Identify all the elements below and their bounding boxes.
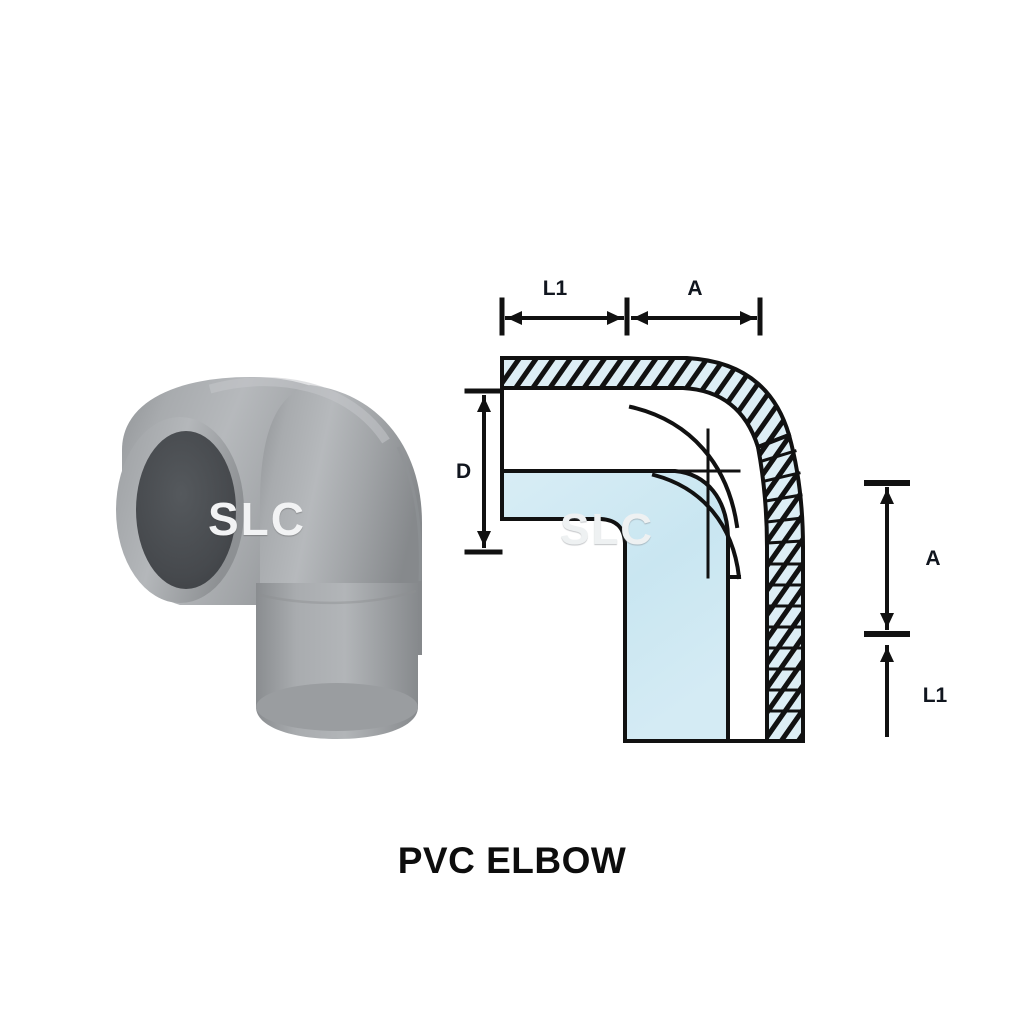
dim-label-a-top: A <box>687 277 702 300</box>
elbow-vertical-leg <box>256 583 418 739</box>
product-title: PVC ELBOW <box>397 840 627 881</box>
dimension-top-group <box>499 297 763 336</box>
dim-label-l1-top: L1 <box>543 277 568 300</box>
wall-bend-hatched <box>755 432 805 743</box>
socket-detail-lines <box>500 356 769 743</box>
dimension-right-group <box>864 480 910 737</box>
product-photo <box>60 355 460 755</box>
wall-top-hatched <box>500 356 792 450</box>
dim-label-d-left: D <box>456 460 471 483</box>
technical-drawing: L1 A D A L1 <box>455 275 985 775</box>
elbow-socket-opening <box>116 417 244 603</box>
dim-label-l1-right: L1 <box>923 684 948 707</box>
bore-cavity <box>500 469 730 743</box>
dim-label-a-right: A <box>925 547 940 570</box>
dimension-left-group <box>464 388 503 555</box>
